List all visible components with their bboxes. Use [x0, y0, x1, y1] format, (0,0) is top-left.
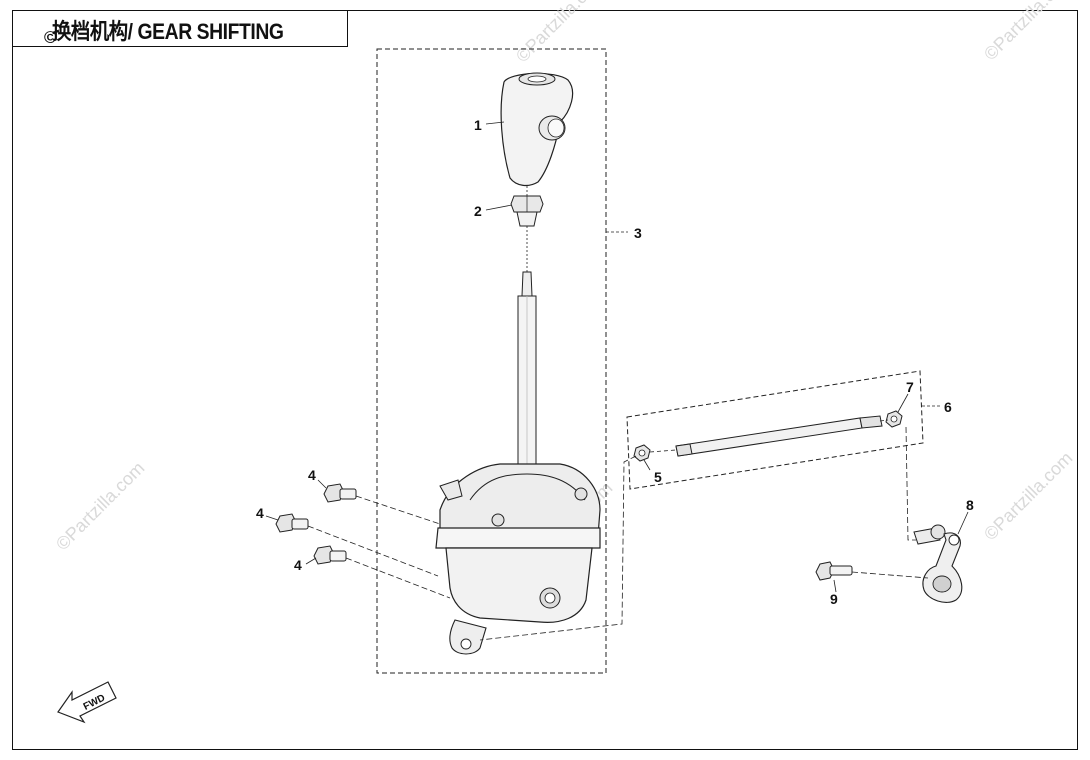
- callout-6: 6: [944, 399, 952, 415]
- callout-4-lower: 4: [294, 557, 302, 573]
- assembly-6-box: [626, 370, 924, 490]
- shift-arm-part: [913, 524, 963, 603]
- fwd-arrow-icon: FWD: [57, 681, 117, 724]
- title-box: [12, 10, 348, 47]
- callout-7: 7: [906, 379, 914, 395]
- shift-gate-housing: [435, 463, 601, 655]
- bolt-9-part: [815, 561, 853, 581]
- callout-2: 2: [474, 203, 482, 219]
- lock-nut-part: [510, 195, 544, 227]
- shift-lever-shaft: [517, 271, 537, 487]
- bolt-4-lower: [313, 545, 347, 565]
- bolt-4-middle: [275, 513, 309, 533]
- callout-1: 1: [474, 117, 482, 133]
- callout-8: 8: [966, 497, 974, 513]
- assembly-3-box: [376, 48, 607, 674]
- callout-4-middle: 4: [256, 505, 264, 521]
- bolt-4-upper: [323, 483, 357, 503]
- callout-9: 9: [830, 591, 838, 607]
- nut-5-part: [633, 444, 651, 462]
- shift-knob-part: [500, 72, 574, 187]
- diagram-frame: [12, 10, 1078, 750]
- callout-3: 3: [634, 225, 642, 241]
- shift-rod-part: [675, 415, 883, 457]
- callout-4-upper: 4: [308, 467, 316, 483]
- nut-7-part: [885, 410, 903, 428]
- page-title: 换档机构/ GEAR SHIFTING: [52, 19, 284, 44]
- callout-5: 5: [654, 469, 662, 485]
- copyright-mark: ©: [44, 28, 57, 47]
